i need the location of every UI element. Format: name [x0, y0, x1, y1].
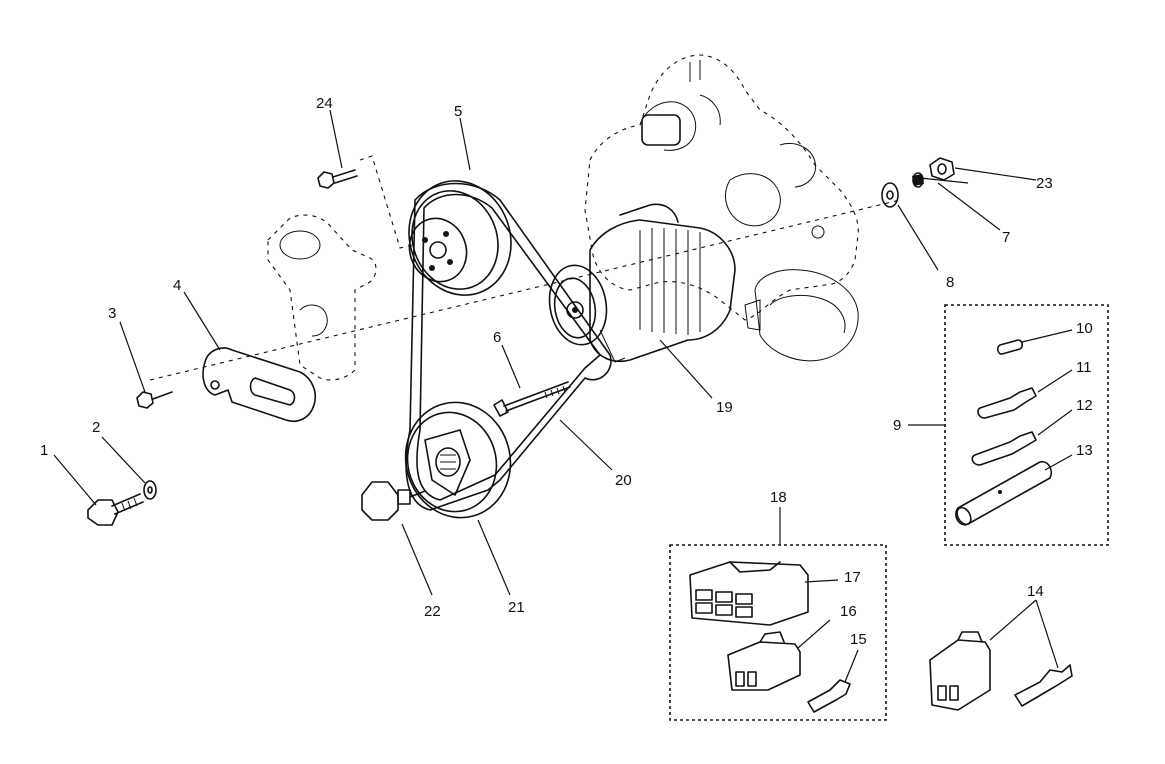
callout-13: 13: [1076, 442, 1093, 459]
terminal-11: [977, 387, 1037, 419]
callout-5: 5: [454, 103, 462, 120]
bracket-part-4: [202, 347, 316, 422]
callout-14: 14: [1027, 583, 1044, 600]
callout-2: 2: [92, 419, 100, 436]
callout-20: 20: [615, 472, 632, 489]
terminal-14: [1014, 664, 1073, 707]
drive-belt-20: [405, 182, 612, 511]
callout-7: 7: [1002, 229, 1010, 246]
water-pump-pulley-5: [408, 180, 512, 296]
crank-pulley-21: [404, 401, 512, 519]
lock-washer-7: [912, 172, 924, 188]
terminal-10: [997, 339, 1023, 355]
washer-2: [143, 480, 157, 500]
callout-3: 3: [108, 305, 116, 322]
connector-16: [727, 631, 801, 691]
callout-4: 4: [173, 277, 181, 294]
alternator-19: [548, 203, 736, 363]
callout-22: 22: [424, 603, 441, 620]
callout-19: 19: [716, 399, 733, 416]
connector-17: [689, 561, 809, 626]
bolt-3: [136, 391, 173, 409]
bolt-22: [361, 481, 426, 521]
callout-12: 12: [1076, 397, 1093, 414]
leader-lines: [53, 109, 1073, 683]
washer-8: [881, 182, 899, 208]
callout-10: 10: [1076, 320, 1093, 337]
bolt-24: [317, 155, 413, 249]
assembly-axis-line: [149, 199, 901, 381]
engine-block: [584, 54, 859, 362]
callout-18: 18: [770, 489, 787, 506]
connector-kit-box-18: [669, 544, 887, 721]
connector-14: [929, 631, 991, 711]
callout-6: 6: [493, 329, 501, 346]
sleeve-13: [955, 460, 1053, 526]
callout-9: 9: [893, 417, 901, 434]
nut-23: [929, 157, 955, 181]
callout-labels: 1 2 3 4 5 6 7 8 9 10 11 12 13 14 15 16 1…: [40, 95, 1093, 648]
callout-15: 15: [850, 631, 867, 648]
long-bolt-6: [493, 381, 571, 417]
terminal-12: [971, 431, 1037, 466]
bolt-1: [87, 493, 144, 526]
mount-housing: [267, 214, 377, 381]
callout-1: 1: [40, 442, 48, 459]
callout-11: 11: [1076, 359, 1092, 376]
callout-17: 17: [844, 569, 861, 586]
terminal-15: [807, 679, 851, 713]
callout-23: 23: [1036, 175, 1053, 192]
callout-21: 21: [508, 599, 525, 616]
callout-16: 16: [840, 603, 857, 620]
callout-8: 8: [946, 274, 954, 291]
callout-24: 24: [316, 95, 333, 112]
